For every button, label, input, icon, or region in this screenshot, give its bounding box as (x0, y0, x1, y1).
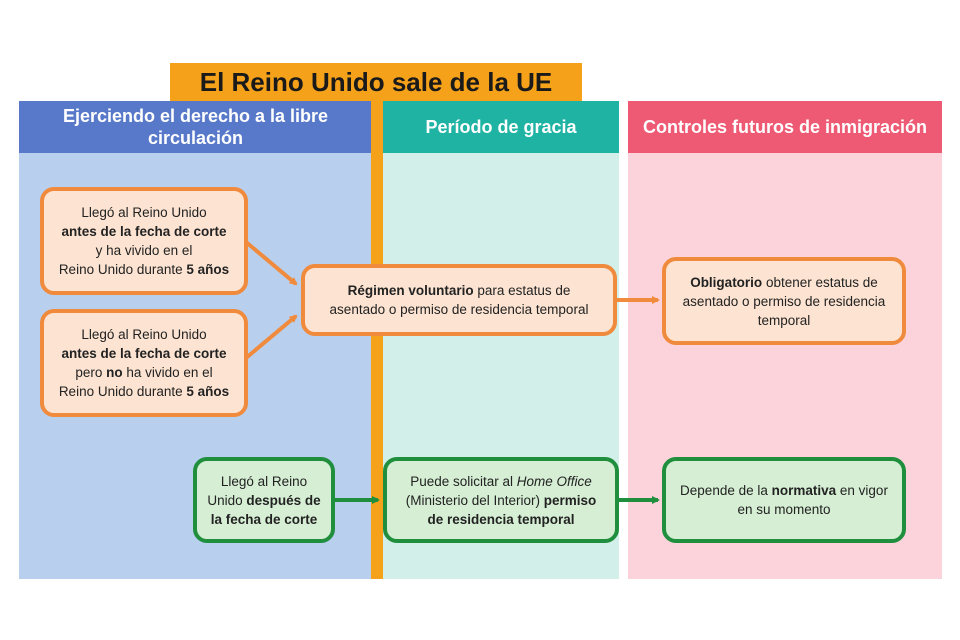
diagram-title: El Reino Unido sale de la UE (170, 63, 582, 101)
node-mandatory-status: Obligatorio obtener estatus de asentado … (662, 257, 906, 345)
node-apply-home-office: Puede solicitar al Home Office (Minister… (383, 457, 619, 543)
column-header-future-controls: Controles futuros de inmigración (628, 101, 942, 153)
column-divider (371, 101, 383, 579)
node-arrived-before-5-years: Llegó al Reino Unido antes de la fecha d… (40, 187, 248, 295)
arrow-beforenot5y-to-voluntary (244, 314, 298, 360)
node-arrived-after-cutoff: Llegó al Reino Unido después de la fecha… (193, 457, 335, 543)
arrow-before5y-to-voluntary (244, 240, 298, 286)
column-header-free-movement: Ejerciendo el derecho a la libre circula… (19, 101, 372, 153)
column-header-grace-period: Período de gracia (383, 101, 619, 153)
node-voluntary-scheme: Régimen voluntario para estatus de asent… (301, 264, 617, 336)
node-arrived-before-not-5-years: Llegó al Reino Unido antes de la fecha d… (40, 309, 248, 417)
node-depends-on-rules: Depende de la normativa en vigor en su m… (662, 457, 906, 543)
